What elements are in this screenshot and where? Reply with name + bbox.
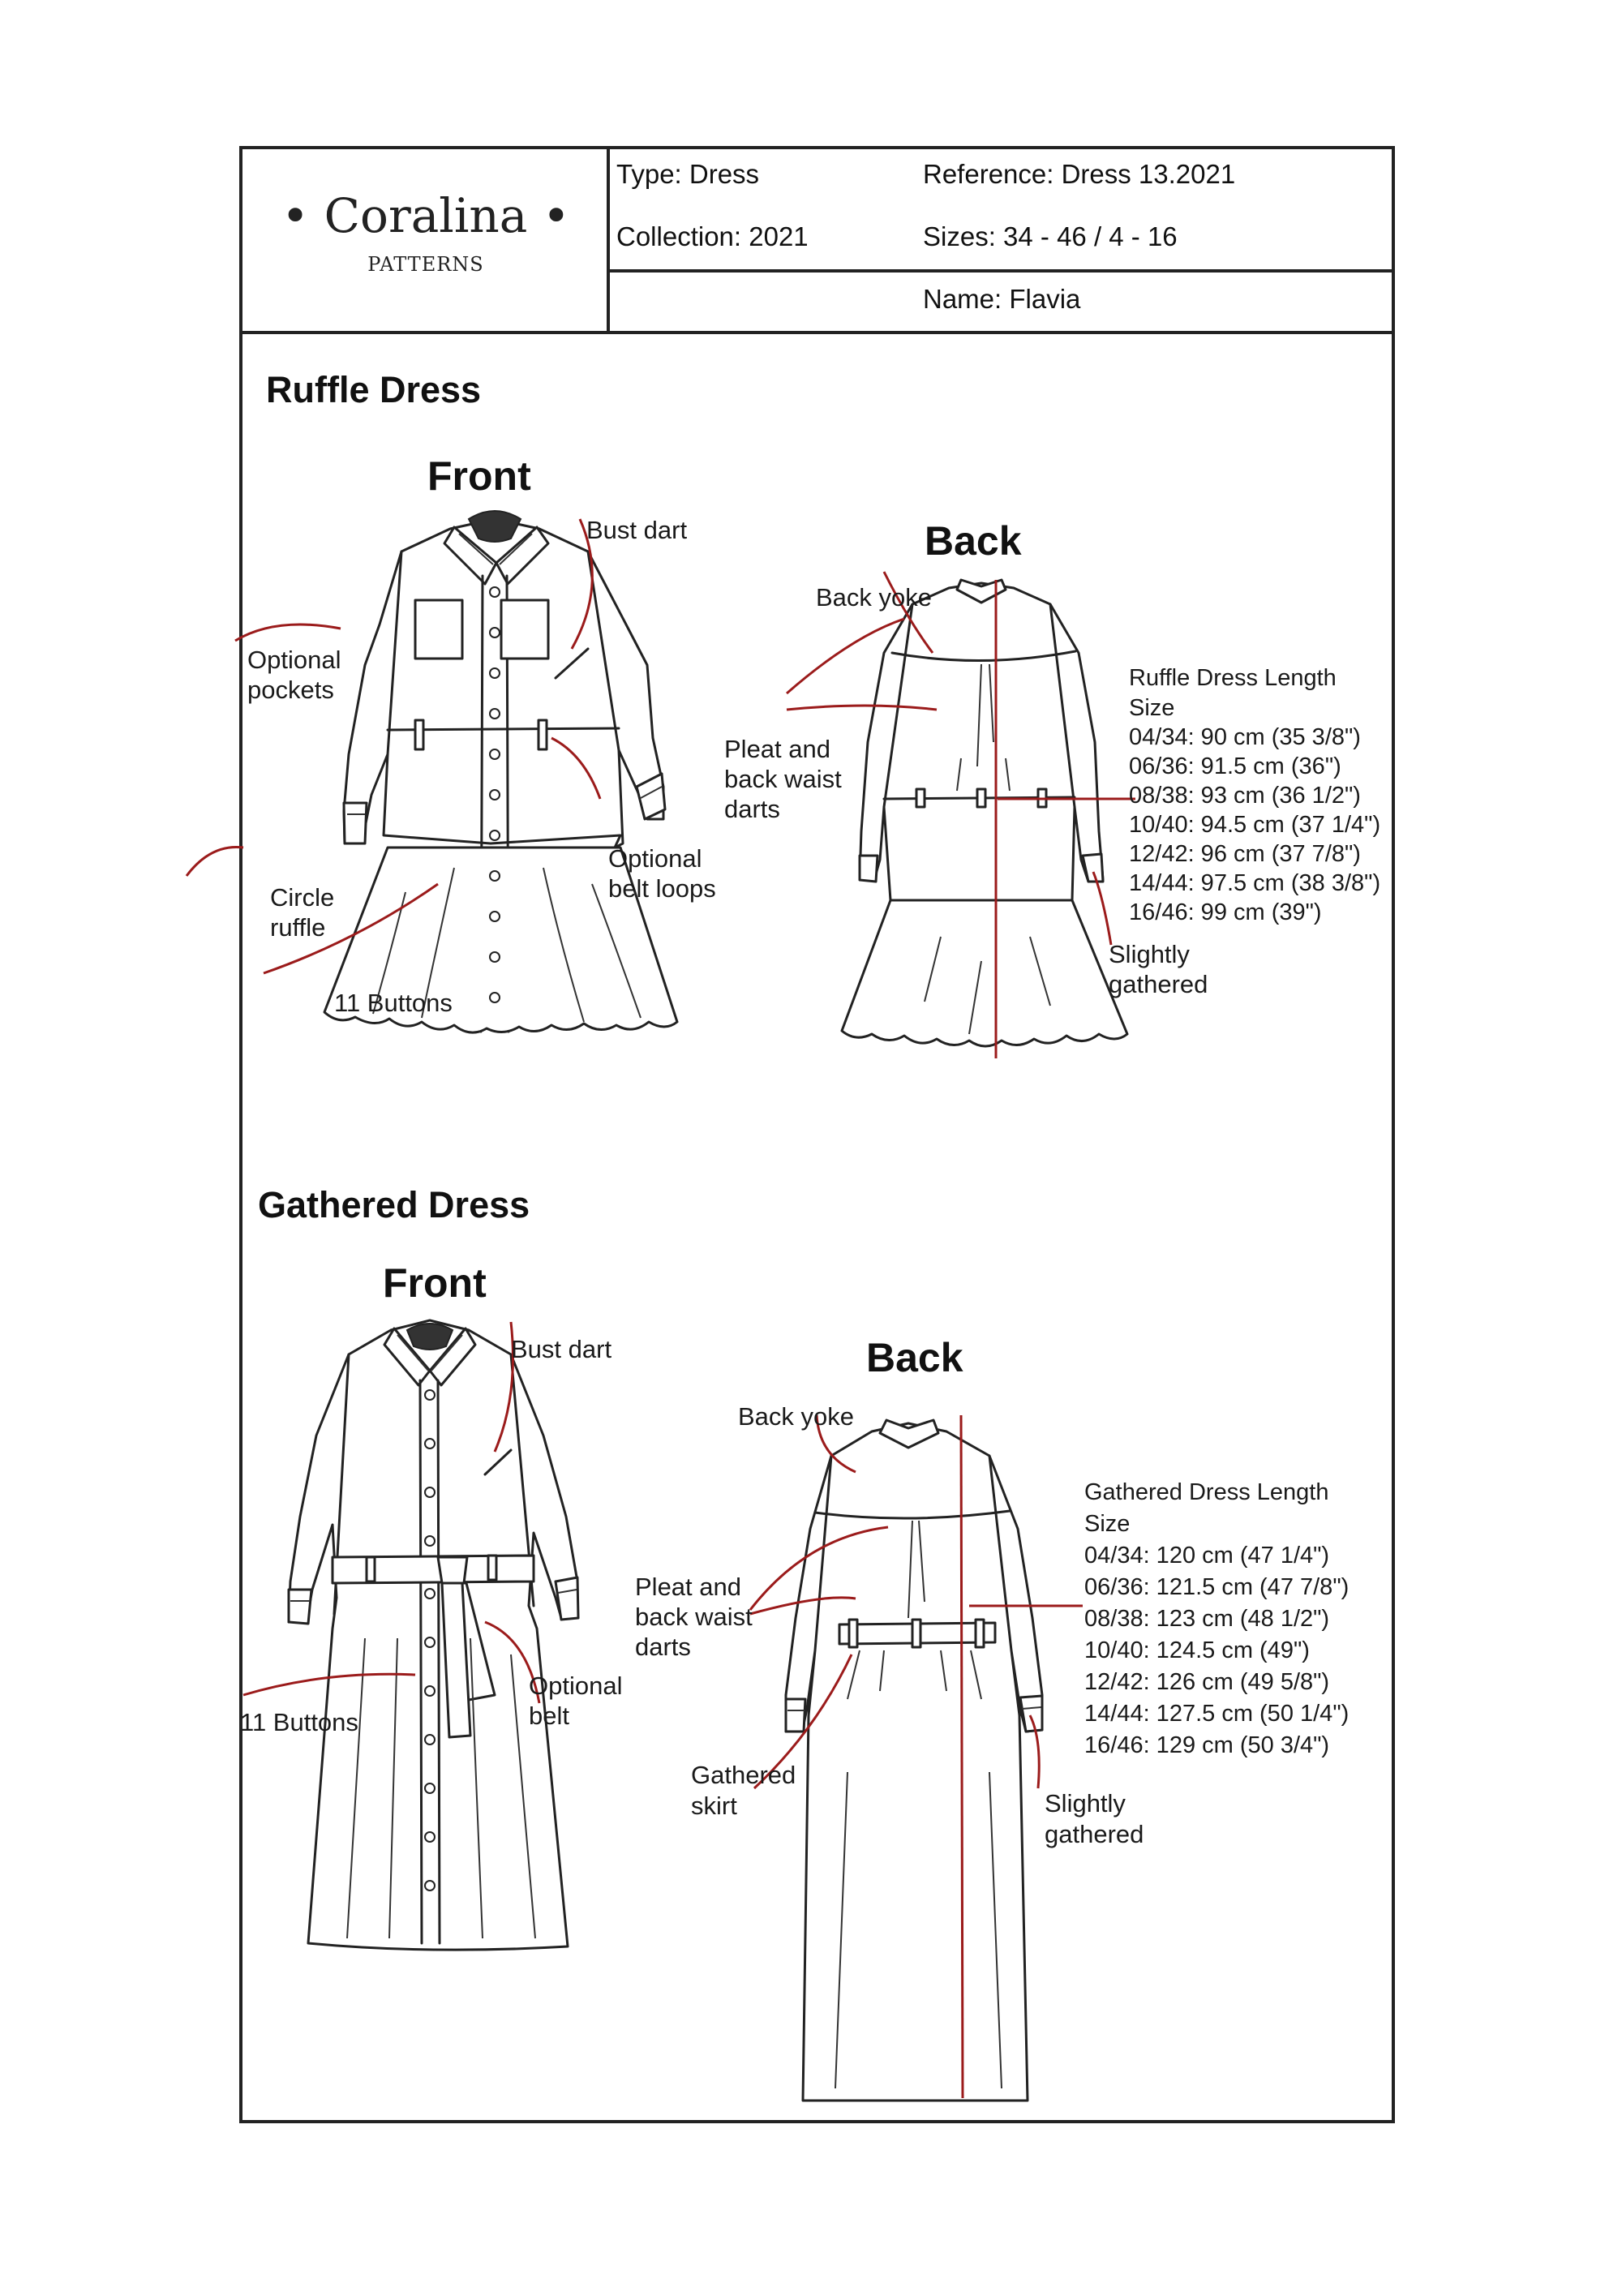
ruffle-back-sketch	[786, 571, 1135, 1058]
gathered-back-skirt-label-1: Gathered	[691, 1761, 796, 1789]
gathered-back-skirt-label-2: skirt	[691, 1792, 737, 1820]
ruffle-back-pleat-label-3: darts	[724, 795, 780, 823]
header-divider-bottom	[239, 331, 1395, 334]
gathered-front-bust-dart-label: Bust dart	[511, 1335, 612, 1363]
gathered-length-row: 06/36: 121.5 cm (47 7/8")	[1084, 1574, 1350, 1600]
gathered-front-buttons-label: 11 Buttons	[240, 1708, 358, 1736]
gathered-front-sketch	[242, 1319, 580, 1951]
ruffle-length-row: 12/42: 96 cm (37 7/8")	[1129, 841, 1361, 867]
ruffle-front-belt-loops-label-1: Optional	[608, 844, 702, 873]
ruffle-back-gathered-label-2: gathered	[1109, 970, 1208, 998]
ruffle-length-row: 14/44: 97.5 cm (38 3/8")	[1129, 870, 1381, 896]
ruffle-length-row: 06/36: 91.5 cm (36")	[1129, 753, 1341, 779]
ruffle-length-row: 16/46: 99 cm (39")	[1129, 899, 1322, 925]
ruffle-back-title: Back	[925, 518, 1022, 564]
ruffle-front-sketch	[185, 510, 679, 1034]
ruffle-front-title: Front	[427, 453, 531, 499]
ruffle-front-belt-loops-label-2: belt loops	[608, 874, 716, 903]
type-field: Type: Dress	[616, 159, 760, 189]
gathered-length-row: 10/40: 124.5 cm (49")	[1084, 1637, 1310, 1663]
ruffle-back-pleat-label-2: back waist	[724, 765, 842, 793]
gathered-front-title: Front	[383, 1260, 487, 1306]
brand-logo: • Coralina •	[281, 188, 570, 243]
gathered-length-row: 16/46: 129 cm (50 3/4")	[1084, 1732, 1330, 1758]
ruffle-length-row: 04/34: 90 cm (35 3/8")	[1129, 724, 1361, 750]
ruffle-front-pockets-label-1: Optional	[247, 646, 341, 674]
ruffle-back-pleat-label-1: Pleat and	[724, 735, 830, 763]
reference-field: Reference: Dress 13.2021	[923, 159, 1236, 189]
ruffle-front-buttons-label: 11 Buttons	[334, 989, 453, 1017]
ruffle-length-row: 10/40: 94.5 cm (37 1/4")	[1129, 812, 1381, 838]
gathered-length-row: 08/38: 123 cm (48 1/2")	[1084, 1606, 1330, 1632]
gathered-back-pleat-label-3: darts	[635, 1633, 691, 1661]
sizes-field: Sizes: 34 - 46 / 4 - 16	[923, 221, 1178, 251]
ruffle-front-ruffle-label-2: ruffle	[270, 913, 326, 942]
spec-sheet-frame	[239, 146, 1395, 2123]
gathered-back-pleat-label-1: Pleat and	[635, 1573, 741, 1601]
gathered-length-row: 14/44: 127.5 cm (50 1/4")	[1084, 1701, 1350, 1727]
header-divider-row	[607, 269, 1395, 273]
gathered-length-row: 04/34: 120 cm (47 1/4")	[1084, 1543, 1330, 1569]
ruffle-length-title: Ruffle Dress Length	[1129, 665, 1337, 691]
ruffle-dress-title: Ruffle Dress	[266, 369, 482, 410]
collection-field: Collection: 2021	[616, 221, 809, 251]
gathered-back-title: Back	[866, 1335, 963, 1380]
ruffle-front-pockets-label-2: pockets	[247, 676, 334, 704]
gathered-back-pleat-label-2: back waist	[635, 1603, 753, 1631]
name-field: Name: Flavia	[923, 284, 1081, 314]
gathered-back-gathered-label-2: gathered	[1045, 1820, 1144, 1848]
ruffle-front-bust-dart-label: Bust dart	[586, 516, 688, 544]
gathered-length-title: Gathered Dress Length	[1084, 1479, 1329, 1505]
gathered-length-row: 12/42: 126 cm (49 5/8")	[1084, 1669, 1330, 1695]
header-divider-vertical	[607, 146, 610, 333]
gathered-back-yoke-label: Back yoke	[738, 1402, 855, 1431]
ruffle-length-size-header: Size	[1129, 695, 1175, 721]
gathered-front-belt-label-1: Optional	[529, 1672, 623, 1700]
gathered-back-sketch	[749, 1414, 1083, 2102]
gathered-dress-title: Gathered Dress	[258, 1184, 530, 1225]
ruffle-back-gathered-label-1: Slightly	[1109, 940, 1190, 968]
brand-subtitle: PATTERNS	[367, 253, 484, 276]
gathered-back-gathered-label-1: Slightly	[1045, 1789, 1126, 1817]
gathered-length-size-header: Size	[1084, 1511, 1131, 1537]
gathered-front-belt-label-2: belt	[529, 1702, 569, 1730]
ruffle-length-row: 08/38: 93 cm (36 1/2")	[1129, 783, 1361, 809]
ruffle-back-yoke-label: Back yoke	[816, 583, 933, 612]
ruffle-front-ruffle-label-1: Circle	[270, 883, 335, 912]
